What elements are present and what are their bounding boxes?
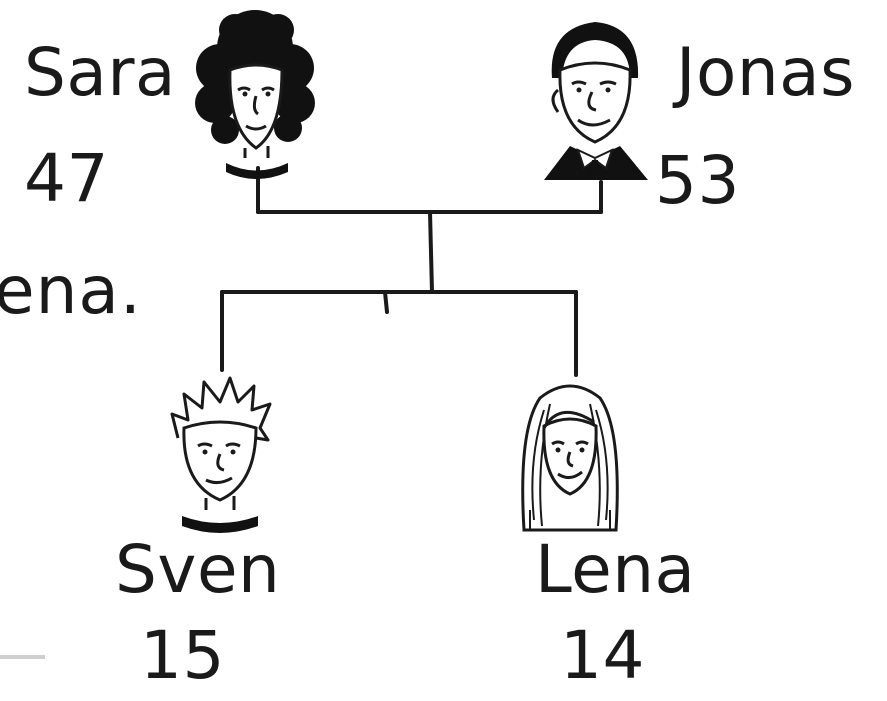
sven-portrait: [170, 376, 272, 533]
sven-name-label: Sven: [115, 531, 281, 608]
jonas-portrait: [544, 22, 648, 180]
center-descent-line: [428, 210, 434, 294]
sara-portrait: [195, 10, 315, 179]
sara-name-label: Sara: [24, 34, 176, 111]
center-tick-mark: [383, 290, 389, 314]
sara-age-label: 47: [24, 140, 109, 217]
lena-portrait: [521, 384, 619, 532]
lena-name-label: Lena: [535, 531, 696, 608]
jonas-name-label: Jonas: [676, 34, 856, 111]
sven-age-label: 15: [140, 617, 225, 694]
cropped-sentence-fragment: ena.: [0, 252, 142, 329]
lena-age-label: 14: [560, 617, 645, 694]
jonas-age-label: 53: [655, 142, 740, 219]
